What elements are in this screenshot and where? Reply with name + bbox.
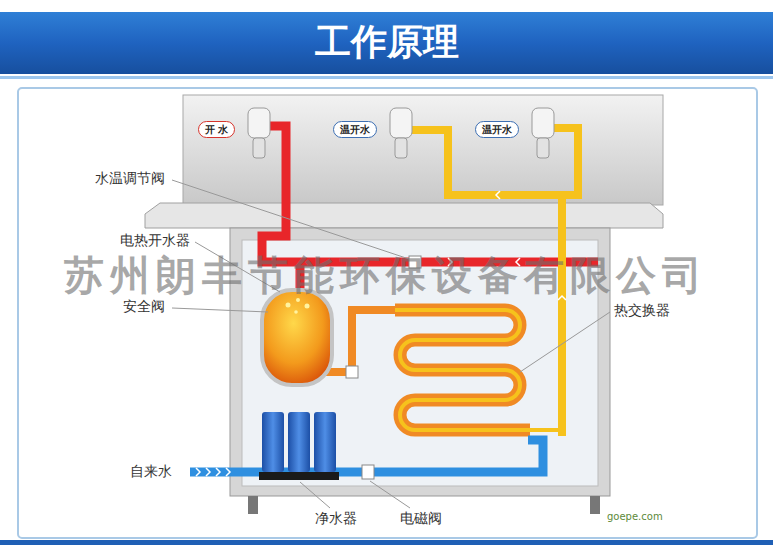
steam-bubble bbox=[296, 298, 300, 302]
leader-line bbox=[172, 308, 268, 312]
tap-spout bbox=[395, 138, 407, 158]
part-label: 热交换器 bbox=[614, 302, 670, 318]
filter-base bbox=[259, 472, 339, 480]
tap-label-text: 温开水 bbox=[482, 123, 512, 136]
part-label: 净水器 bbox=[315, 510, 357, 526]
steam-bubble bbox=[294, 310, 298, 314]
tap bbox=[532, 108, 554, 138]
flow-chevron bbox=[196, 468, 200, 476]
filter-cartridge bbox=[314, 412, 336, 472]
backsplash bbox=[183, 95, 663, 205]
steam-bubble bbox=[286, 303, 291, 308]
outlet-valve bbox=[346, 366, 358, 378]
frame bbox=[18, 88, 757, 538]
flow-chevron bbox=[496, 191, 500, 199]
leg bbox=[248, 496, 258, 514]
leg bbox=[590, 496, 600, 514]
banner-rule bbox=[0, 76, 773, 79]
flow-chevron bbox=[226, 468, 230, 476]
title: 工作原理 bbox=[0, 20, 773, 64]
electric-boiler bbox=[262, 290, 332, 385]
part-label: 电热开水器 bbox=[120, 232, 190, 248]
leader-line bbox=[520, 312, 610, 372]
tap bbox=[390, 108, 412, 138]
filter-cartridge bbox=[288, 412, 310, 472]
part-label: 水温调节阀 bbox=[95, 170, 165, 186]
flow-chevron bbox=[206, 468, 210, 476]
bottom-bar bbox=[0, 540, 773, 545]
filter-cartridge bbox=[262, 412, 284, 472]
tap-label: 温开水 bbox=[333, 121, 377, 138]
leader-line bbox=[172, 180, 409, 259]
leader-line bbox=[300, 482, 330, 508]
counter-shelf bbox=[145, 203, 663, 228]
warm-pipe bbox=[552, 128, 578, 195]
part-label: 电磁阀 bbox=[400, 510, 442, 526]
leader-line bbox=[370, 481, 410, 508]
tap-label-text: 开 水 bbox=[205, 123, 228, 136]
part-label: 自来水 bbox=[130, 463, 172, 479]
watermark: 苏州朗丰节能环保设备有限公司 bbox=[64, 252, 708, 298]
part-label: 安全阀 bbox=[123, 298, 165, 314]
tap bbox=[248, 108, 270, 138]
title-banner bbox=[0, 12, 773, 74]
tap-label-text: 温开水 bbox=[340, 123, 370, 136]
tap-spout bbox=[253, 138, 265, 158]
flow-chevron bbox=[216, 468, 220, 476]
steam-bubble bbox=[305, 304, 310, 309]
heat-exchanger-inner bbox=[395, 310, 562, 430]
tap-label: 开 水 bbox=[198, 121, 235, 138]
watermark: goepe.com bbox=[607, 511, 663, 523]
tap-label: 温开水 bbox=[475, 121, 519, 138]
tap-spout bbox=[537, 138, 549, 158]
solenoid-valve bbox=[362, 465, 374, 479]
